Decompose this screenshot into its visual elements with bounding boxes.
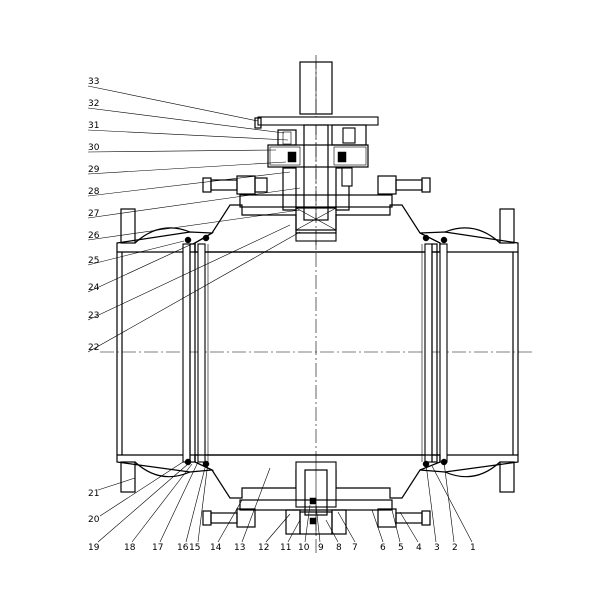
callout-14: 14 (210, 543, 222, 553)
callout-12: 12 (258, 543, 269, 553)
callout-1: 1 (470, 543, 476, 553)
callout-10: 10 (298, 543, 310, 553)
callout-5: 5 (398, 543, 404, 553)
callout-23: 23 (88, 311, 99, 321)
callout-18: 18 (124, 543, 136, 553)
callout-25: 25 (88, 256, 99, 266)
callouts-left: 33 32 31 30 29 28 27 26 25 24 23 22 (88, 77, 100, 353)
stem-assembly (254, 61, 379, 231)
callout-27a: 27 (88, 209, 99, 219)
callout-28: 28 (88, 187, 100, 197)
callout-24: 24 (88, 283, 100, 293)
callout-31: 31 (88, 121, 99, 131)
callout-7: 7 (352, 543, 358, 553)
leader-lines-bottom (97, 461, 473, 543)
callout-30: 30 (88, 143, 100, 153)
bonnet-top (194, 175, 441, 253)
callout-4: 4 (416, 543, 422, 553)
callout-19: 19 (88, 543, 100, 553)
callout-9: 9 (318, 543, 324, 553)
callout-29: 29 (88, 165, 100, 175)
callout-13: 13 (234, 543, 245, 553)
callout-22: 22 (88, 343, 99, 353)
callout-3: 3 (434, 543, 440, 553)
callout-8: 8 (336, 543, 342, 553)
callout-17: 17 (152, 543, 163, 553)
callouts-bottom: 21 20 19 18 17 16 15 14 13 12 11 10 9 8 … (88, 489, 476, 553)
bottom-body (194, 454, 441, 535)
callout-16: 16 (177, 543, 189, 553)
callout-15: 15 (189, 543, 200, 553)
callout-33: 33 (88, 77, 99, 87)
callout-2: 2 (452, 543, 458, 553)
leader-lines-left (87, 85, 301, 353)
callout-11: 11 (280, 543, 291, 553)
callout-20: 20 (88, 515, 100, 525)
callout-32: 32 (88, 99, 99, 109)
callout-21: 21 (88, 489, 99, 499)
bore-and-ball (182, 234, 448, 468)
callout-26: 26 (88, 231, 100, 241)
callout-6: 6 (380, 543, 386, 553)
